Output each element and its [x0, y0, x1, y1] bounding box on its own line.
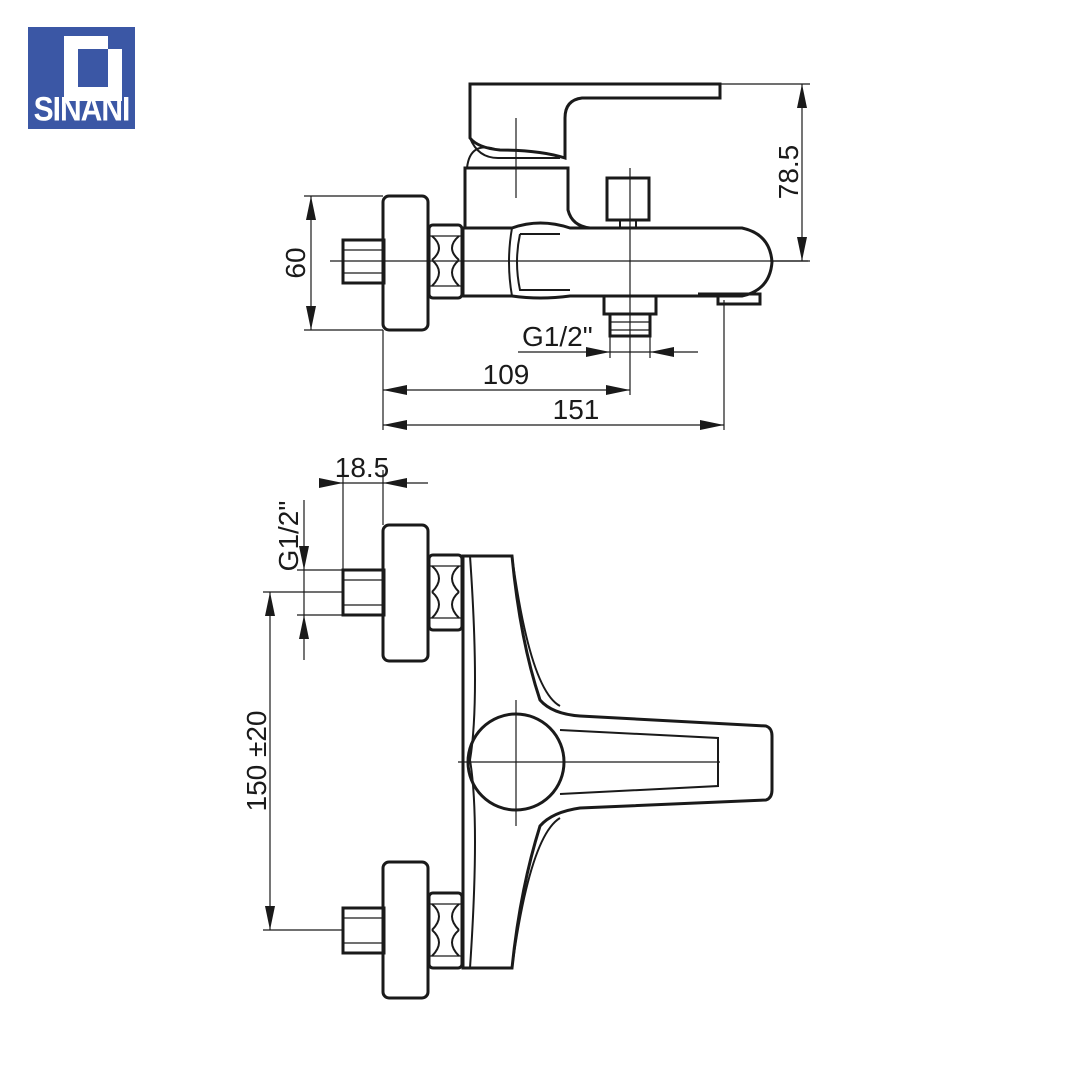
dim-flange-depth-label: 18.5 [335, 452, 390, 483]
front-upper-flange [381, 523, 430, 663]
dim-handle-height: 78.5 [720, 83, 810, 262]
diverter-knob [605, 176, 651, 222]
top-handle-lever [466, 82, 722, 169]
dim-total-length: 151 [383, 300, 725, 430]
dim-thread-side: G1/2" [273, 500, 343, 660]
top-view: 60 78.5 G1/2" [280, 82, 810, 430]
dim-thread-top-label: G1/2" [522, 321, 593, 352]
front-lower-flange [381, 860, 430, 1000]
brand-logo: SINANI [28, 27, 135, 129]
front-faucet-body [461, 554, 774, 970]
dim-inlet-to-outlet-label: 109 [483, 359, 530, 390]
top-cartridge-housing [463, 166, 591, 230]
dim-thread-side-label: G1/2" [273, 501, 304, 572]
brand-name: SINANI [33, 90, 131, 129]
dim-inlet-to-outlet: 109 [382, 330, 630, 430]
brand-mark-icon [64, 36, 122, 101]
dim-body-height: 60 [280, 195, 383, 331]
top-wall-flange [381, 194, 430, 332]
front-lower-hex-nut [427, 891, 464, 970]
dim-flange-depth: 18.5 [319, 452, 428, 570]
top-faucet-body [461, 221, 774, 300]
front-upper-hex-nut [427, 553, 464, 632]
dim-handle-height-label: 78.5 [773, 145, 804, 200]
front-upper-inlet-pipe [341, 568, 386, 617]
front-lower-inlet-pipe [341, 906, 386, 955]
dim-total-length-label: 151 [553, 394, 600, 425]
dim-thread-top: G1/2" [518, 321, 698, 358]
dim-inlet-spacing: 150 ±20 [241, 591, 343, 931]
dim-body-height-label: 60 [280, 247, 311, 278]
front-view: 18.5 G1/2" 150 ±20 [241, 452, 774, 1000]
dim-inlet-spacing-label: 150 ±20 [241, 710, 272, 811]
spout-tip [698, 292, 762, 306]
